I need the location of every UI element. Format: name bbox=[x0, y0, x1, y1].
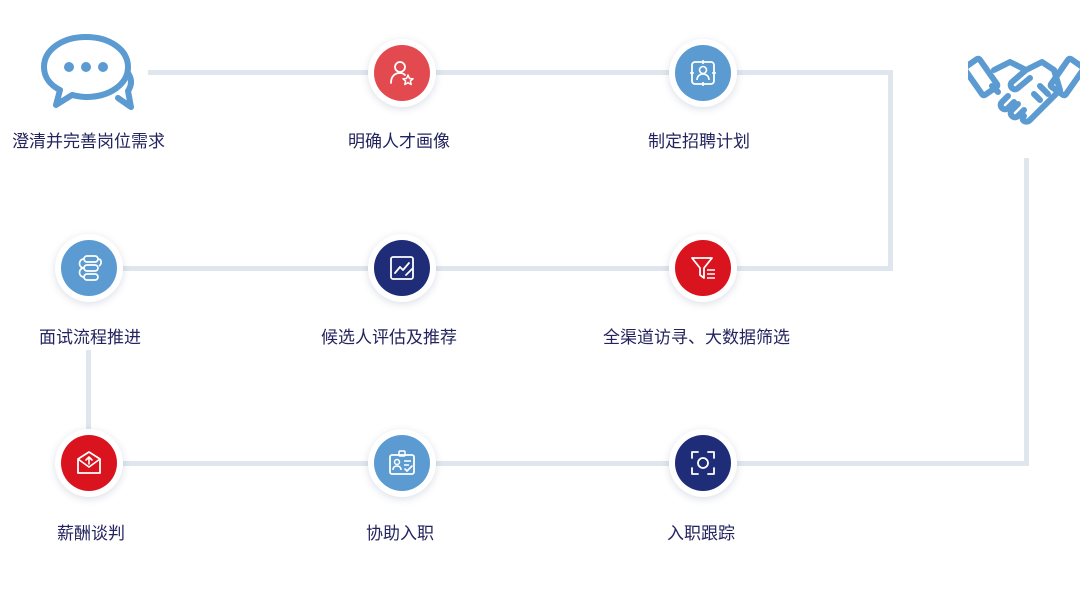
step-label-8: 协助入职 bbox=[366, 524, 434, 544]
step-label-6: 面试流程推进 bbox=[39, 328, 141, 348]
step-node-2 bbox=[368, 39, 436, 107]
step-node-6 bbox=[55, 234, 123, 302]
connector-row1 bbox=[148, 70, 893, 75]
handshake-icon bbox=[968, 55, 1080, 125]
chart-edit-icon bbox=[390, 256, 414, 280]
process-flow-icon bbox=[78, 255, 102, 281]
chat-bubbles-icon bbox=[41, 34, 134, 110]
step-label-7: 薪酬谈判 bbox=[57, 524, 125, 544]
step-node-5 bbox=[368, 234, 436, 302]
step-node-9 bbox=[669, 429, 737, 497]
step-label-4: 全渠道访寻、大数据筛选 bbox=[603, 328, 790, 348]
badge-check-icon bbox=[389, 450, 415, 475]
plan-frame-icon bbox=[690, 60, 716, 86]
connector-left-drop bbox=[86, 350, 91, 430]
connector-right-drop bbox=[888, 70, 893, 270]
step-label-3: 制定招聘计划 bbox=[648, 132, 750, 152]
user-star-icon bbox=[390, 61, 414, 86]
envelope-up-icon bbox=[77, 451, 101, 474]
focus-scan-icon bbox=[691, 451, 715, 475]
step-label-1: 澄清并完善岗位需求 bbox=[12, 132, 165, 152]
step-node-8 bbox=[368, 429, 436, 497]
step-node-4 bbox=[669, 234, 737, 302]
step-label-5: 候选人评估及推荐 bbox=[321, 328, 457, 348]
connector-row2 bbox=[89, 266, 893, 271]
step-label-9: 入职跟踪 bbox=[667, 524, 735, 544]
step-node-7 bbox=[55, 429, 123, 497]
connector-row3 bbox=[89, 461, 1029, 466]
step-node-3 bbox=[669, 39, 737, 107]
connector-far-right bbox=[1024, 158, 1029, 466]
filter-funnel-icon bbox=[691, 257, 715, 279]
step-label-2: 明确人才画像 bbox=[348, 132, 450, 152]
